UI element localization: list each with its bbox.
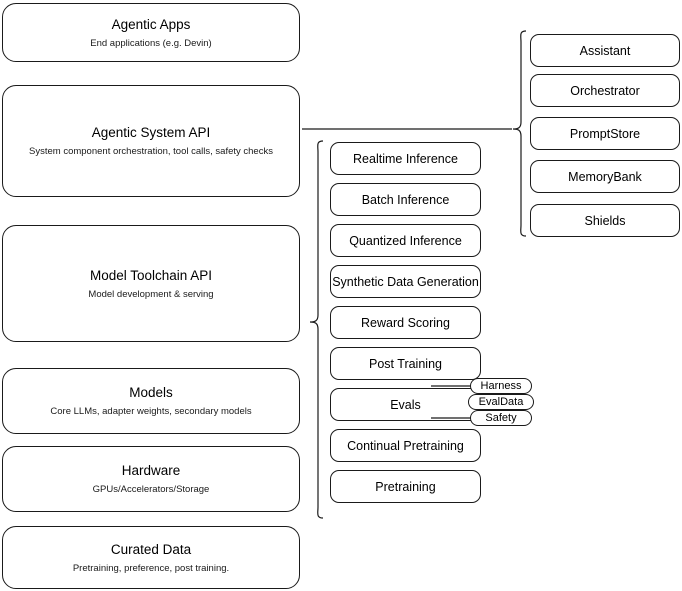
layer-models[interactable]: Models Core LLMs, adapter weights, secon…: [2, 368, 300, 434]
layer-title: Curated Data: [110, 541, 192, 557]
brace-system-components: [512, 30, 527, 237]
capability-synthetic-data-generation[interactable]: Synthetic Data Generation: [330, 265, 481, 298]
capability-quantized-inference[interactable]: Quantized Inference: [330, 224, 481, 257]
system-component-memorybank[interactable]: MemoryBank: [530, 160, 680, 193]
eval-subcomponent-evaldata[interactable]: EvalData: [468, 394, 534, 410]
layer-subtitle: System component orchestration, tool cal…: [29, 146, 273, 157]
capability-label: Batch Inference: [361, 192, 450, 207]
layer-curated-data[interactable]: Curated Data Pretraining, preference, po…: [2, 526, 300, 589]
layer-subtitle: Pretraining, preference, post training.: [72, 562, 230, 574]
capability-batch-inference[interactable]: Batch Inference: [330, 183, 481, 216]
system-component-label: Orchestrator: [570, 83, 640, 98]
system-component-shields[interactable]: Shields: [530, 204, 680, 237]
capability-label: Realtime Inference: [353, 151, 458, 166]
eval-subcomponent-safety[interactable]: Safety: [470, 410, 532, 426]
capability-label: Pretraining: [375, 479, 436, 494]
capability-continual-pretraining[interactable]: Continual Pretraining: [330, 429, 481, 462]
eval-subcomponent-label: Harness: [480, 380, 522, 392]
capability-label: Quantized Inference: [349, 233, 462, 248]
system-component-assistant[interactable]: Assistant: [530, 34, 680, 67]
layer-title: Agentic Apps: [111, 16, 191, 32]
layer-hardware[interactable]: Hardware GPUs/Accelerators/Storage: [2, 446, 300, 512]
eval-subcomponent-label: Safety: [485, 412, 517, 424]
eval-subcomponent-harness[interactable]: Harness: [470, 378, 532, 394]
eval-subcomponent-label: EvalData: [478, 396, 524, 408]
layer-subtitle: Core LLMs, adapter weights, secondary mo…: [50, 406, 252, 417]
layer-title: Model Toolchain API: [89, 267, 213, 283]
capability-label: Evals: [390, 397, 421, 412]
capability-label: Post Training: [369, 356, 442, 371]
system-component-label: PromptStore: [569, 126, 641, 141]
capability-evals[interactable]: Evals: [330, 388, 481, 421]
layer-agentic-apps[interactable]: Agentic Apps End applications (e.g. Devi…: [2, 3, 300, 62]
system-component-label: MemoryBank: [568, 169, 642, 184]
layer-agentic-system-api[interactable]: Agentic System API System component orch…: [2, 85, 300, 197]
system-component-label: Assistant: [579, 43, 631, 58]
capability-label: Continual Pretraining: [347, 438, 464, 453]
layer-subtitle: End applications (e.g. Devin): [90, 37, 212, 49]
layer-model-toolchain-api[interactable]: Model Toolchain API Model development & …: [2, 225, 300, 342]
brace-toolchain-capabilities: [309, 140, 324, 519]
capability-label: Reward Scoring: [361, 315, 450, 330]
layer-title: Models: [129, 385, 173, 400]
system-component-promptstore[interactable]: PromptStore: [530, 117, 680, 150]
capability-pretraining[interactable]: Pretraining: [330, 470, 481, 503]
system-component-label: Shields: [584, 213, 626, 228]
capability-label: Synthetic Data Generation: [332, 274, 479, 289]
capability-reward-scoring[interactable]: Reward Scoring: [330, 306, 481, 339]
layer-subtitle: Model development & serving: [88, 288, 214, 300]
layer-title: Hardware: [121, 463, 181, 478]
layer-title: Agentic System API: [91, 125, 211, 140]
capability-realtime-inference[interactable]: Realtime Inference: [330, 142, 481, 175]
system-component-orchestrator[interactable]: Orchestrator: [530, 74, 680, 107]
capability-post-training[interactable]: Post Training: [330, 347, 481, 380]
layer-subtitle: GPUs/Accelerators/Storage: [92, 484, 210, 495]
